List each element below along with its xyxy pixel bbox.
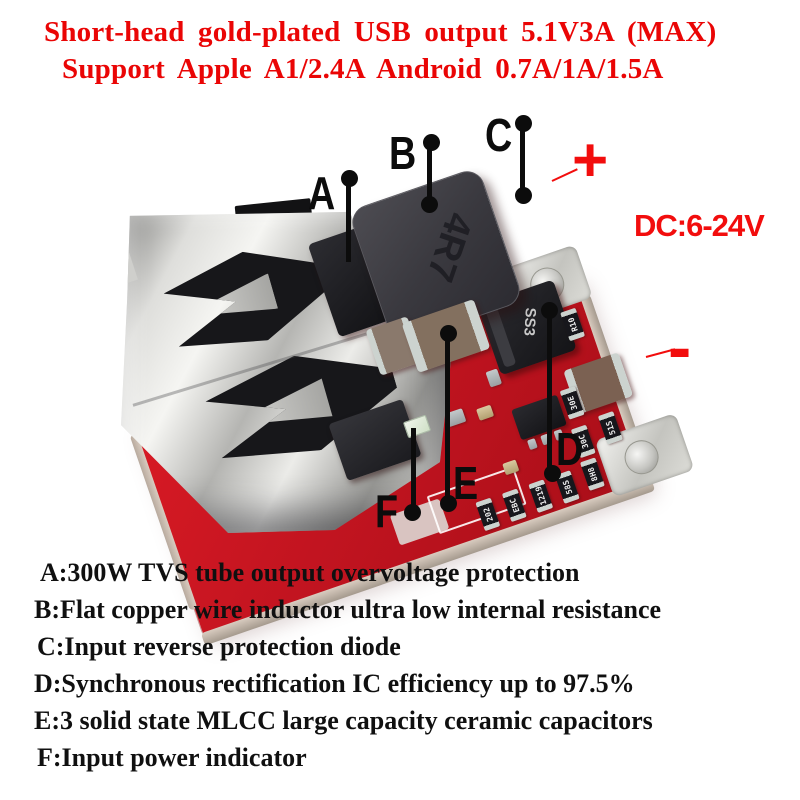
callout-dot-e xyxy=(440,495,457,512)
callout-dot-b xyxy=(423,134,440,151)
description-b: B:Flat copper wire inductor ultra low in… xyxy=(34,595,662,624)
callout-line-b xyxy=(427,142,432,204)
resistor-label: 30E xyxy=(565,394,579,412)
callout-letter-f: F xyxy=(375,485,399,537)
resistor-label: 8H8 xyxy=(585,465,600,483)
inductor-marking: 4R7 xyxy=(417,207,481,287)
diode-marking: SS3 xyxy=(520,307,539,337)
callout-line-d xyxy=(547,310,552,473)
callout-line-e xyxy=(445,333,450,503)
callout-letter-c: C xyxy=(485,109,513,161)
usb-mount-tab xyxy=(121,252,138,286)
negative-terminal-label: - xyxy=(668,308,692,386)
callout-dot-e2 xyxy=(440,325,457,342)
callout-dot-f xyxy=(404,504,421,521)
callout-line-f xyxy=(411,428,416,512)
callout-dot-b2 xyxy=(421,196,438,213)
module-photo: SS3 R10 30E 202 EBC 1219 58S 8H8 30C 51S xyxy=(0,100,800,646)
callout-dot-c2 xyxy=(515,187,532,204)
callout-line-a xyxy=(346,178,351,262)
resistor-label: EBC xyxy=(507,496,521,514)
callout-letter-a: A xyxy=(308,167,336,219)
smd-chip xyxy=(476,404,495,421)
screw-icon-negative xyxy=(619,435,664,479)
usb-shell-tab xyxy=(179,273,278,334)
smd-chip xyxy=(502,459,520,476)
resistor-label: 202 xyxy=(481,506,495,523)
header-line-2: Support Apple A1/2.4A Android 0.7A/1A/1.… xyxy=(62,53,664,85)
usb-shell-tab xyxy=(223,378,333,444)
positive-terminal-label: + xyxy=(572,126,609,195)
description-e: E:3 solid state MLCC large capacity cera… xyxy=(34,706,653,735)
description-d: D:Synchronous rectification IC efficienc… xyxy=(34,669,635,698)
resistor-label: 1219 xyxy=(533,485,549,507)
resistor-label: R10 xyxy=(566,316,580,333)
callout-letter-d: D xyxy=(556,423,584,475)
callout-dot-d xyxy=(544,465,561,482)
callout-dot-c xyxy=(515,115,532,132)
input-voltage-label: DC:6-24V xyxy=(634,208,765,243)
description-f: F:Input power indicator xyxy=(37,743,307,772)
resistor: 1219 xyxy=(528,479,554,513)
callout-letter-e: E xyxy=(453,457,479,509)
resistor-label: 51S xyxy=(603,419,617,437)
header-line-1: Short-head gold-plated USB output 5.1V3A… xyxy=(44,16,717,48)
callout-line-c xyxy=(520,123,525,195)
callout-letter-b: B xyxy=(389,127,417,179)
diode-cathode-band xyxy=(484,305,517,368)
callout-dot-d2 xyxy=(541,302,558,319)
callout-dot-a xyxy=(341,170,358,187)
ic-leg xyxy=(526,438,538,451)
resistor-label: 58S xyxy=(560,478,574,496)
